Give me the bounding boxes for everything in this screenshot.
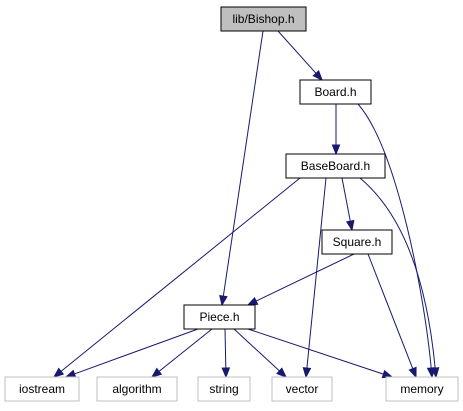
node-label: Board.h — [314, 85, 356, 99]
node-string: string — [197, 376, 251, 402]
edge-baseboard-to-memory — [359, 177, 440, 379]
node-vector: vector — [271, 376, 333, 402]
edge-line — [224, 328, 227, 369]
node-board[interactable]: Board.h — [299, 79, 372, 105]
node-box — [197, 376, 251, 402]
node-label: Square.h — [333, 235, 382, 249]
node-label: Piece.h — [199, 310, 239, 324]
node-box — [96, 376, 178, 402]
edge-line — [158, 328, 213, 372]
edge-board-to-baseboard — [331, 104, 341, 156]
node-memory: memory — [385, 376, 459, 402]
edge-line — [277, 30, 317, 74]
node-label: iostream — [19, 382, 65, 396]
edge-line — [247, 328, 384, 375]
node-label: algorithm — [112, 382, 161, 396]
node-algorithm: algorithm — [96, 376, 178, 402]
node-label: memory — [400, 382, 443, 396]
edge-baseboard-to-square — [341, 177, 355, 232]
arrowhead-icon — [302, 367, 312, 379]
edge-line — [74, 328, 199, 375]
node-square[interactable]: Square.h — [321, 229, 393, 255]
node-label: BaseBoard.h — [301, 159, 370, 173]
arrowhead-icon — [246, 296, 259, 306]
node-label: lib/Bishop.h — [232, 12, 294, 26]
node-baseboard[interactable]: BaseBoard.h — [285, 153, 386, 179]
edge-line — [222, 30, 264, 297]
edge-piece-to-iostream — [64, 328, 199, 378]
node-iostream: iostream — [4, 376, 80, 402]
node-box — [321, 229, 393, 255]
arrowhead-icon — [345, 219, 355, 232]
arrowhead-icon — [150, 367, 163, 378]
edge-piece-to-vector — [233, 328, 287, 378]
edge-line — [341, 177, 351, 222]
arrowhead-icon — [408, 366, 417, 379]
node-box — [299, 79, 372, 105]
edge-piece-to-memory — [247, 328, 394, 379]
edge-square-to-piece — [246, 253, 355, 306]
edge-bishop-to-piece — [219, 30, 264, 307]
node-label: string — [209, 382, 238, 396]
node-box — [4, 376, 80, 402]
arrowhead-icon — [64, 369, 77, 378]
arrowhead-icon — [219, 294, 228, 307]
edge-line — [367, 253, 414, 369]
arrowhead-icon — [276, 367, 287, 378]
node-piece[interactable]: Piece.h — [183, 304, 256, 330]
edge-line — [255, 253, 355, 302]
arrowhead-icon — [430, 367, 440, 379]
node-label: vector — [286, 382, 319, 396]
arrowhead-icon — [52, 367, 65, 378]
edge-line — [359, 177, 436, 369]
edge-square-to-memory — [367, 253, 417, 379]
edge-piece-to-string — [221, 328, 231, 379]
edge-baseboard-to-iostream — [52, 177, 301, 378]
arrowhead-icon — [221, 367, 231, 379]
node-bishop[interactable]: lib/Bishop.h — [220, 6, 307, 32]
nodes-layer: lib/Bishop.hBoard.hBaseBoard.hSquare.hPi… — [4, 6, 459, 402]
node-box — [183, 304, 256, 330]
node-box — [385, 376, 459, 402]
node-box — [220, 6, 307, 32]
arrowhead-icon — [331, 144, 341, 156]
edge-piece-to-algorithm — [150, 328, 213, 378]
arrowhead-icon — [312, 70, 323, 82]
edge-baseboard-to-vector — [302, 177, 327, 379]
node-box — [285, 153, 386, 179]
edge-line — [233, 328, 280, 372]
edges-layer — [52, 30, 440, 379]
edge-bishop-to-board — [277, 30, 323, 82]
node-box — [271, 376, 333, 402]
edge-line — [306, 177, 327, 369]
edge-line — [60, 177, 301, 372]
edge-line — [357, 103, 432, 369]
